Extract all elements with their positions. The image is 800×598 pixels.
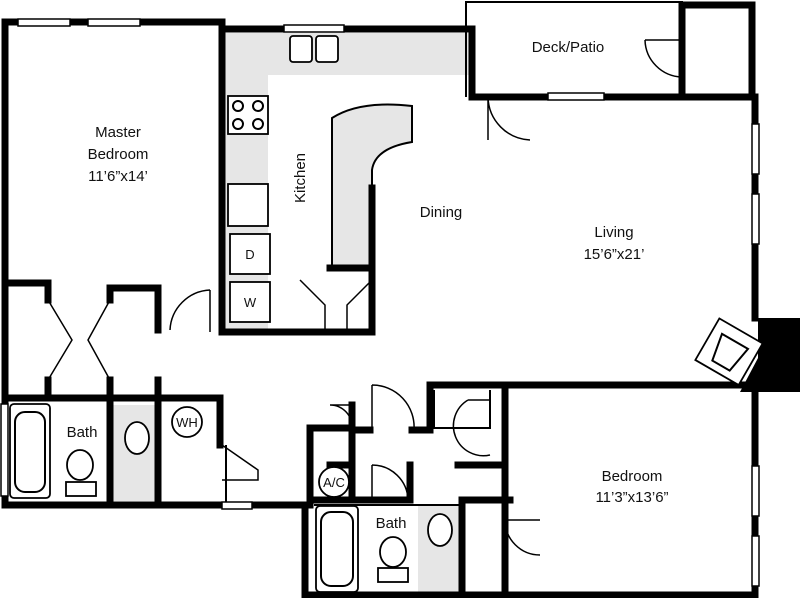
ac-unit: A/C — [318, 466, 350, 498]
stove — [227, 95, 269, 135]
living-size: 15’6”x21’ — [584, 246, 645, 263]
living-label: Living — [594, 224, 633, 241]
bath-1-label: Bath — [67, 424, 98, 441]
kitchen-sink — [289, 35, 339, 63]
toilet-1 — [65, 449, 97, 497]
dining-label: Dining — [420, 204, 463, 221]
walls — [1, 1, 759, 598]
toilet-2 — [377, 536, 409, 583]
closet-lines — [225, 390, 491, 506]
master-bedroom-size: 11’6”x14’ — [88, 168, 148, 185]
bathtub-1 — [9, 403, 51, 499]
master-bedroom-label-line1: Master — [95, 124, 141, 141]
water-heater: WH — [171, 406, 203, 438]
sink-2 — [427, 513, 453, 547]
fireplace — [694, 317, 764, 387]
windows — [0, 18, 760, 587]
kitchen-label: Kitchen — [292, 153, 309, 203]
doors — [47, 39, 683, 556]
washer-label: W — [244, 295, 257, 310]
water-heater-label: WH — [176, 415, 198, 430]
dryer-label: D — [245, 247, 254, 262]
sink-1 — [124, 421, 150, 455]
dryer: D — [229, 233, 271, 275]
fireplace-chimney — [740, 318, 800, 392]
bathtub-2 — [315, 505, 359, 593]
washer: W — [229, 281, 271, 323]
refrigerator — [227, 183, 269, 227]
bedroom-label: Bedroom — [602, 468, 663, 485]
kitchen-island — [331, 103, 413, 269]
bedroom-size: 11’3”x13’6” — [595, 489, 668, 506]
bath-2-label: Bath — [376, 515, 407, 532]
ac-label: A/C — [323, 475, 345, 490]
master-bedroom-label-line2: Bedroom — [88, 146, 149, 163]
deck-patio-label: Deck/Patio — [532, 39, 605, 56]
